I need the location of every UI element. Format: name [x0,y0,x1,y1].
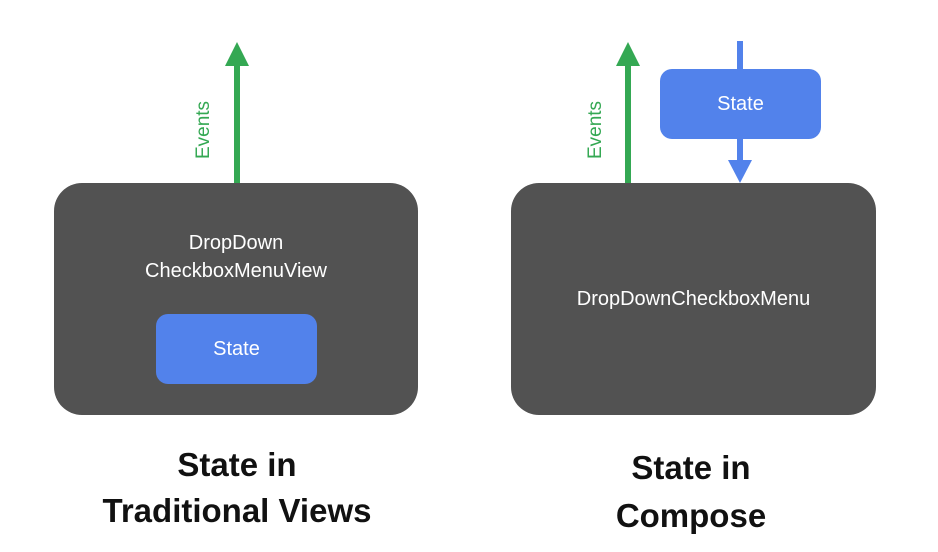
right-caption: State in Compose [541,444,841,540]
left-component-label: DropDown CheckboxMenuView [54,229,418,285]
right-events-arrow [616,42,640,184]
left-events-label: Events [193,100,214,160]
right-state-arrow [728,41,752,183]
right-state-box: State [660,69,821,139]
left-caption: State in Traditional Views [60,442,414,534]
left-state-box: State [156,314,317,384]
left-caption-line2: Traditional Views [102,492,372,529]
left-caption-line1: State in [177,446,297,483]
left-component-line1: DropDown [188,232,284,254]
left-component-line2: CheckboxMenuView [145,260,327,282]
right-caption-line1: State in [631,449,751,486]
right-events-label: Events [585,100,606,160]
right-component-box [511,183,876,415]
right-component-label: DropDownCheckboxMenu [576,288,811,310]
left-events-arrow [225,42,249,184]
right-caption-line2: Compose [615,497,767,534]
